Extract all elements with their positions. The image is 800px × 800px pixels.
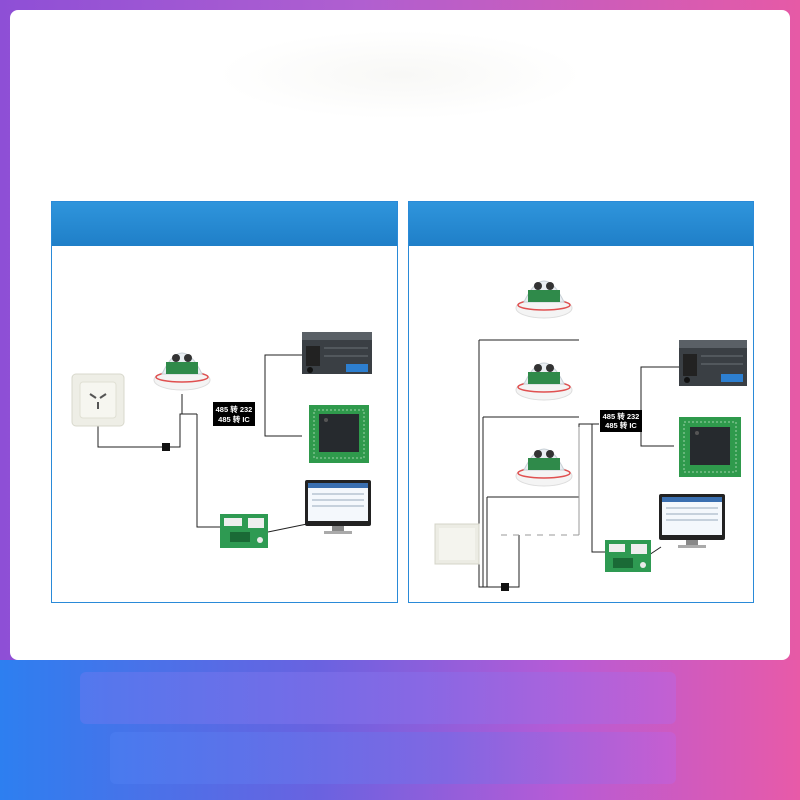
banner-bar-top [80, 672, 676, 724]
right-diagram-panel: 485 转 232 485 转 IC [408, 201, 754, 603]
dome-sensor-icon-1 [515, 280, 573, 319]
computer-monitor-icon [305, 480, 371, 534]
left-diagram-panel: 485 转 232 485 转 IC [51, 201, 398, 603]
converter-label-box: 485 转 232 485 转 IC [600, 410, 642, 432]
banner-bar-bottom [110, 732, 676, 784]
right-panel-header [409, 202, 753, 246]
converter-label-line2: 485 转 IC [605, 420, 637, 430]
plc-controller-icon [679, 340, 747, 386]
usb-converter-module-icon [220, 514, 268, 548]
converter-label-line2: 485 转 IC [218, 414, 250, 424]
computer-monitor-icon [659, 494, 725, 548]
right-wiring-diagram: 485 转 232 485 转 IC [434, 280, 747, 591]
converter-label-box: 485 转 232 485 转 IC [213, 402, 255, 426]
left-wiring-diagram: 485 转 232 485 转 IC [71, 332, 372, 548]
title-area [215, 30, 585, 120]
power-socket-icon [71, 373, 125, 427]
converter-label-line1: 485 转 232 [216, 404, 253, 414]
left-panel-header [52, 202, 397, 246]
power-supply-icon [434, 523, 480, 565]
mcu-chip-board-icon [679, 417, 741, 477]
dome-sensor-icon [153, 352, 211, 391]
dome-sensor-icon-3 [515, 448, 573, 487]
dome-sensor-icon-2 [515, 362, 573, 401]
plc-controller-icon [302, 332, 372, 374]
usb-converter-module-icon [605, 540, 651, 572]
converter-label-line1: 485 转 232 [603, 411, 640, 421]
mcu-chip-board-icon [309, 405, 369, 463]
